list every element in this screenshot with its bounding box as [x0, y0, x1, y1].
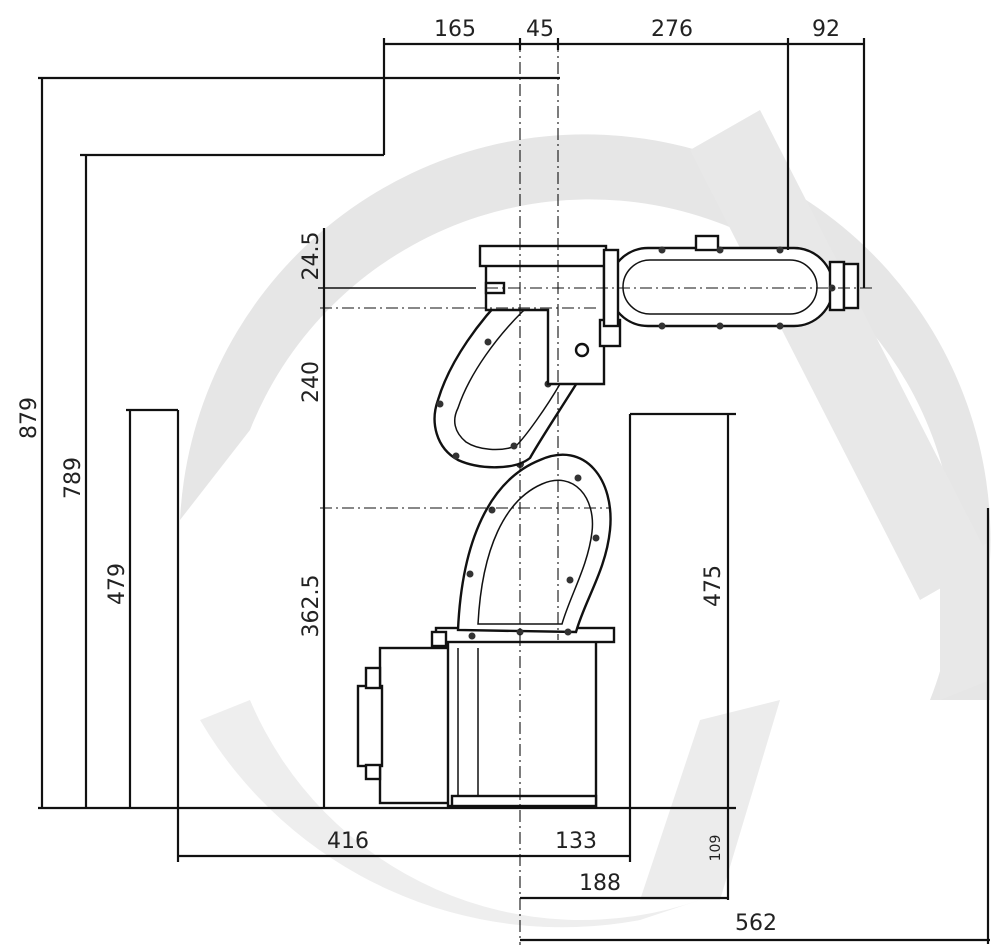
dim-left-879: 879: [17, 397, 42, 439]
center-lines: [320, 40, 872, 945]
dim-right-475: 475: [701, 565, 726, 607]
robot-lower-arm: [456, 453, 612, 640]
dim-bottom-133: 133: [555, 829, 597, 854]
dim-top-165: 165: [434, 17, 476, 42]
dim-left-479: 479: [105, 563, 130, 605]
dim-top-276: 276: [651, 17, 693, 42]
dim-bottom-188: 188: [579, 871, 621, 896]
robot-base: [430, 626, 616, 808]
dim-bottom-109: 109: [708, 835, 724, 862]
watermark-logo: [180, 110, 991, 928]
dim-bottom-416: 416: [327, 829, 369, 854]
robot-wrist-housing: [602, 234, 860, 330]
dim-top-45: 45: [526, 17, 554, 42]
dim-bottom-562: 562: [735, 911, 777, 936]
dim-left-789: 789: [61, 457, 86, 499]
dim-top-92: 92: [812, 17, 840, 42]
dim-mid-240: 240: [299, 361, 324, 403]
dimension-labels: 165 45 276 92 879 789 479 24.5 240 362.5…: [17, 17, 840, 936]
dim-mid-362-5: 362.5: [299, 575, 324, 638]
dim-mid-24-5: 24.5: [299, 232, 324, 281]
dimension-lines: [38, 38, 990, 944]
